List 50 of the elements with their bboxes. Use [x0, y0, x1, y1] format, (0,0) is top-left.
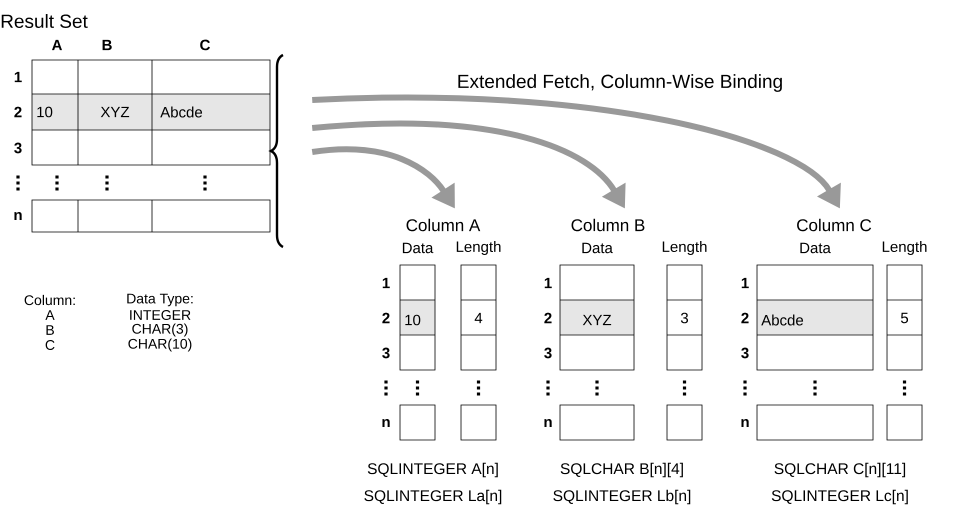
row-number: n — [14, 212, 22, 220]
cell-value: 5 — [900, 312, 908, 324]
row-number: 2 — [382, 312, 390, 324]
legend-entry: CHAR(10) — [128, 338, 192, 352]
column-title: Column B — [572, 218, 644, 232]
legend-heading: Data Type: — [127, 294, 193, 306]
cell-value: 3 — [680, 312, 688, 324]
column-subheading: Data — [800, 242, 831, 254]
declaration: SQLINTEGER A[n] — [368, 462, 498, 478]
row-number: 3 — [14, 142, 22, 154]
legend-entry: CHAR(3) — [132, 323, 188, 337]
cell-value: 10 — [405, 314, 420, 326]
legend-entry: B — [46, 325, 54, 335]
column-letter: A — [52, 40, 62, 50]
row-number: 2 — [14, 106, 22, 118]
column-letter: B — [102, 40, 112, 50]
row-number: n — [382, 418, 390, 428]
declaration: SQLCHAR B[n][4] — [560, 462, 683, 478]
column-subheading: Data — [582, 242, 613, 254]
row-number: n — [741, 418, 749, 428]
cell-value: Abcde — [761, 314, 804, 326]
arrows-caption: Extended Fetch, Column-Wise Binding — [458, 74, 782, 92]
legend-entry: INTEGER — [130, 310, 190, 320]
column-subheading: Length — [662, 241, 706, 255]
table-heading: Result Set — [2, 14, 88, 28]
row-number: 2 — [741, 312, 749, 324]
column-subheading: Length — [882, 241, 926, 255]
row-number: 1 — [742, 278, 749, 288]
column-subheading: Data — [402, 242, 434, 254]
declaration: SQLINTEGER La[n] — [364, 490, 502, 504]
row-number: 1 — [14, 72, 22, 82]
row-number: 3 — [544, 348, 552, 358]
declaration: SQLINTEGER Lb[n] — [553, 490, 690, 504]
legend-entry: C — [46, 340, 55, 350]
row-number: 1 — [382, 278, 390, 288]
column-subheading: Length — [456, 241, 500, 255]
row-number: 2 — [544, 312, 552, 324]
column-title: Column C — [797, 218, 872, 232]
cell-value: 4 — [474, 312, 482, 324]
legend-entry: A — [45, 310, 55, 320]
legend-heading: Column: — [24, 294, 75, 306]
declaration: SQLCHAR C[n][11] — [774, 462, 906, 478]
declaration: SQLINTEGER Lc[n] — [772, 490, 908, 504]
row-number: 3 — [741, 348, 749, 358]
row-number: 3 — [382, 348, 390, 358]
row-number: n — [544, 418, 552, 428]
column-letter: C — [200, 40, 210, 50]
cell-value: XYZ — [582, 314, 612, 326]
row-number: 1 — [544, 278, 552, 288]
column-title: Column A — [406, 218, 480, 232]
